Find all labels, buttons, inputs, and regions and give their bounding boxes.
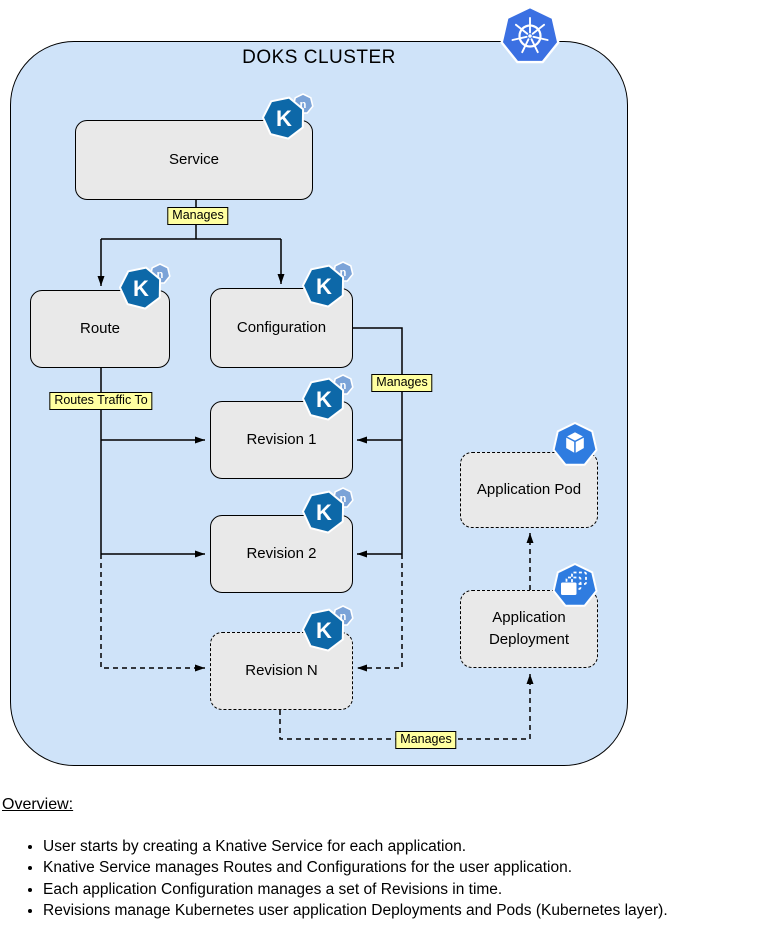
knative-icon-configuration: [302, 260, 354, 310]
overview-bullet: Each application Configuration manages a…: [43, 879, 781, 900]
kubernetes-icon: [497, 6, 563, 68]
node-label: Route: [79, 320, 121, 338]
node-label: Service: [168, 151, 220, 169]
node-service: Service: [75, 120, 313, 200]
node-label: Configuration: [236, 319, 327, 337]
overview-bullet: User starts by creating a Knative Servic…: [43, 836, 781, 857]
edge-label-manages-service: Manages: [167, 207, 229, 225]
node-label: Revision 1: [246, 431, 317, 449]
overview-heading: Overview:: [2, 796, 74, 813]
overview-bullet: Knative Service manages Routes and Confi…: [43, 857, 781, 878]
overview-list: User starts by creating a Knative Servic…: [0, 836, 781, 921]
node-label: Revision N: [245, 662, 318, 680]
edge-label-manages-configuration: Manages: [371, 374, 433, 392]
overview-bullet: Revisions manage Kubernetes user applica…: [43, 900, 781, 921]
pod-icon: [551, 421, 599, 469]
edge-label-manages-revision: Manages: [395, 731, 457, 749]
knative-icon-service: [262, 92, 314, 142]
deployment-icon: [551, 562, 599, 610]
knative-icon-revision-n: [302, 604, 354, 654]
node-label: Application Deployment: [488, 609, 570, 648]
knative-icon-revision-1: [302, 373, 354, 423]
node-label: Application Pod: [476, 481, 582, 499]
cluster-title: DOKS CLUSTER: [242, 47, 396, 68]
knative-icon-route: [119, 262, 171, 312]
node-label: Revision 2: [246, 545, 317, 563]
knative-icon-revision-2: [302, 486, 354, 536]
edge-label-routes-traffic-to: Routes Traffic To: [49, 392, 153, 410]
